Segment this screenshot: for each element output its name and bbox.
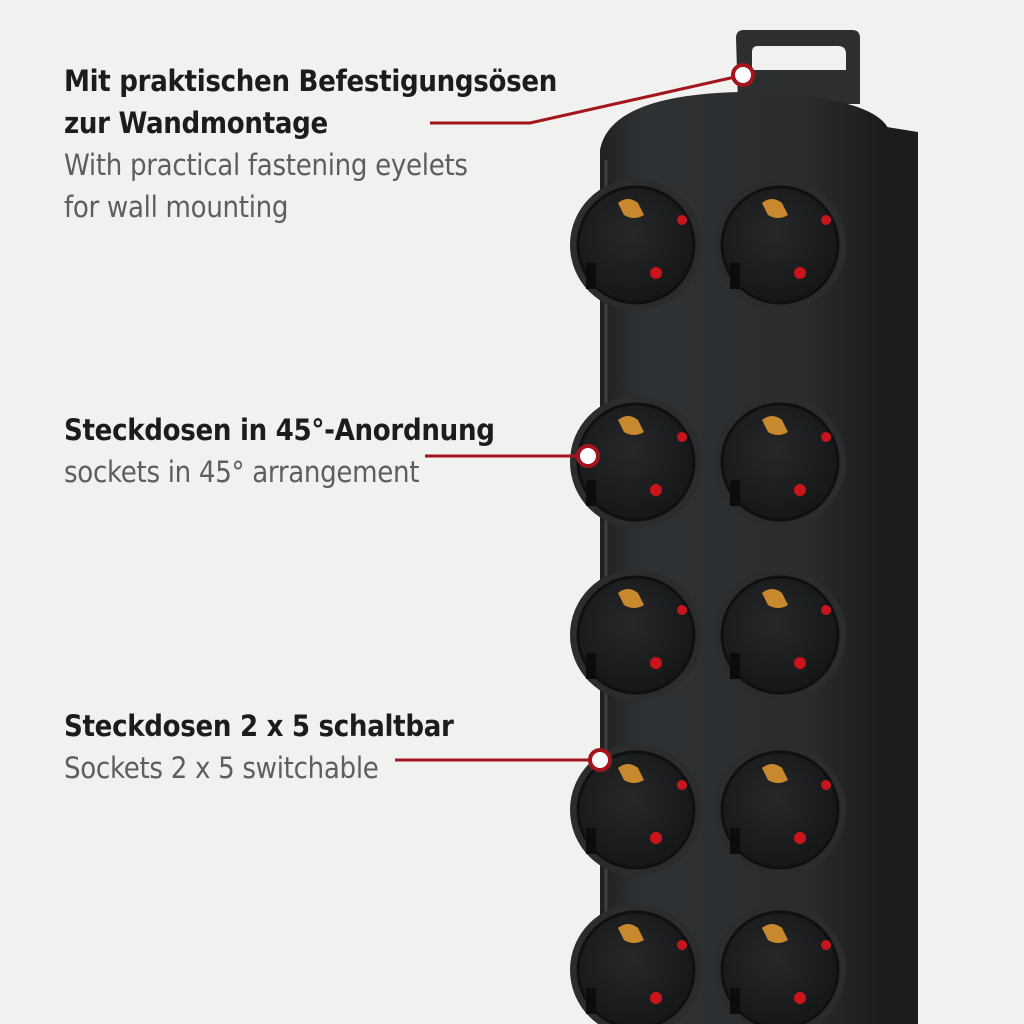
- callout-line: [430, 75, 736, 125]
- socket-cavity: [722, 752, 838, 868]
- pin-hole: [677, 432, 687, 442]
- ground-contact: [762, 764, 788, 783]
- socket-cavity: [722, 577, 838, 693]
- socket-cavity: [578, 752, 694, 868]
- ground-slot: [730, 480, 740, 506]
- ground-contact: [618, 589, 644, 608]
- callout-switchable: Steckdosen 2 x 5 schaltbar Sockets 2 x 5…: [64, 705, 454, 789]
- socket-cavity: [578, 187, 694, 303]
- callout-dot: [731, 63, 755, 87]
- callout-arrangement: Steckdosen in 45°-Anordnung sockets in 4…: [64, 409, 495, 493]
- pin-hole: [794, 832, 806, 844]
- pin-hole: [650, 992, 662, 1004]
- ground-contact: [618, 416, 644, 435]
- socket: [714, 744, 846, 876]
- callout-connectors: [395, 63, 755, 772]
- pin-hole: [794, 267, 806, 279]
- callout-switchable-en: Sockets 2 x 5 switchable: [64, 751, 379, 785]
- pin-hole: [821, 940, 831, 950]
- ground-contact: [762, 924, 788, 943]
- socket: [714, 569, 846, 701]
- socket: [570, 396, 702, 528]
- ground-slot: [586, 480, 596, 506]
- socket-cavity: [578, 577, 694, 693]
- socket-edge: [720, 575, 840, 695]
- socket-edge: [720, 402, 840, 522]
- ground-slot: [586, 263, 596, 289]
- socket: [570, 569, 702, 701]
- pin-hole: [821, 432, 831, 442]
- socket: [570, 904, 702, 1024]
- pin-hole: [677, 605, 687, 615]
- socket: [714, 904, 846, 1024]
- pin-hole: [794, 484, 806, 496]
- ground-slot: [586, 988, 596, 1014]
- pin-hole: [794, 657, 806, 669]
- pin-hole: [677, 780, 687, 790]
- ground-contact: [762, 589, 788, 608]
- pin-hole: [650, 832, 662, 844]
- pin-hole: [650, 484, 662, 496]
- callout-arrangement-de: Steckdosen in 45°-Anordnung: [64, 413, 495, 447]
- pin-hole: [650, 657, 662, 669]
- socket: [714, 396, 846, 528]
- socket-cavity: [722, 912, 838, 1024]
- callout-eyelets-en-line1: With practical fastening eyelets: [64, 148, 468, 182]
- socket-edge: [720, 750, 840, 870]
- callout-eyelets-de-line2: zur Wandmontage: [64, 106, 328, 140]
- ground-slot: [730, 988, 740, 1014]
- callout-arrangement-en: sockets in 45° arrangement: [64, 455, 420, 489]
- pin-hole: [821, 780, 831, 790]
- ground-slot: [730, 263, 740, 289]
- socket-grid: [570, 179, 846, 1024]
- ground-slot: [730, 828, 740, 854]
- socket-cavity: [722, 187, 838, 303]
- socket-cavity: [722, 404, 838, 520]
- socket-cavity: [578, 404, 694, 520]
- ground-contact: [618, 924, 644, 943]
- ground-slot: [730, 653, 740, 679]
- ground-contact: [618, 199, 644, 218]
- ground-slot: [586, 653, 596, 679]
- callout-dot: [588, 748, 612, 772]
- callout-eyelets-en-line2: for wall mounting: [64, 190, 289, 224]
- pin-hole: [677, 215, 687, 225]
- socket-edge: [576, 750, 696, 870]
- pin-hole: [821, 605, 831, 615]
- pin-hole: [677, 940, 687, 950]
- ground-slot: [586, 828, 596, 854]
- socket-cavity: [578, 912, 694, 1024]
- pin-hole: [650, 267, 662, 279]
- callout-eyelets-de-line1: Mit praktischen Befestigungsösen: [64, 64, 558, 98]
- pin-hole: [794, 992, 806, 1004]
- callout-switchable-de: Steckdosen 2 x 5 schaltbar: [64, 709, 454, 743]
- pin-hole: [821, 215, 831, 225]
- socket-edge: [720, 185, 840, 305]
- socket-edge: [576, 185, 696, 305]
- socket-edge: [576, 910, 696, 1024]
- socket: [570, 744, 702, 876]
- mounting-eyelet-hole: [752, 46, 846, 70]
- ground-contact: [762, 416, 788, 435]
- callout-dot: [576, 444, 600, 468]
- ground-contact: [618, 764, 644, 783]
- ground-contact: [762, 199, 788, 218]
- socket: [570, 179, 702, 311]
- socket: [714, 179, 846, 311]
- socket-edge: [576, 575, 696, 695]
- socket-edge: [720, 910, 840, 1024]
- callout-eyelets: Mit praktischen Befestigungsösen zur Wan…: [64, 60, 557, 228]
